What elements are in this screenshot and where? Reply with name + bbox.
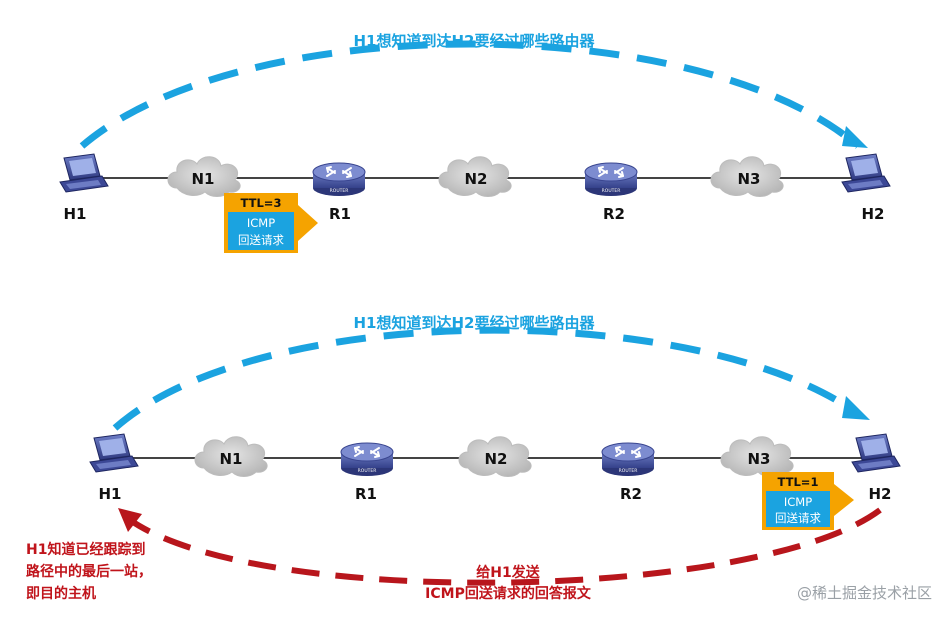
bottom-red-dashed-arc (128, 507, 882, 586)
top-arc-arrowhead (842, 126, 868, 148)
note-line1: H1知道已经跟踪到 (26, 541, 145, 558)
bottom-router-badge-r2: ROUTER (619, 468, 638, 474)
bottom-arc-arrowhead (842, 396, 870, 420)
top-label-h1: H1 (64, 205, 87, 223)
bottom-label-h2: H2 (869, 485, 892, 503)
red-arc-arrowhead (118, 508, 142, 532)
top-h2-pc-icon (841, 153, 891, 193)
note-line3: 即目的主机 (26, 585, 96, 602)
top-packet-line1: ICMP (247, 216, 275, 230)
top-label-h2: H2 (862, 205, 885, 223)
panel-top: H1想知道到达H2要经过哪些路由器 ROUTER ROUTER H1 N1 R1… (59, 32, 891, 253)
note-line2: 路径中的最后一站， (26, 563, 152, 580)
bottom-blue-dashed-arc (112, 326, 861, 431)
bottom-title: H1想知道到达H2要经过哪些路由器 (354, 314, 596, 332)
top-packet-ttl: TTL=3 (241, 196, 282, 210)
bottom-label-n3: N3 (748, 450, 771, 468)
reply-label-line1: 给H1发送 (476, 564, 540, 581)
top-label-n1: N1 (192, 170, 215, 188)
bottom-icmp-packet: TTL=1 ICMP 回送请求 (762, 472, 854, 530)
bottom-packet-line2: 回送请求 (775, 511, 821, 525)
reply-label-line2: ICMP回送请求的回答报文 (425, 585, 592, 602)
top-router-badge-r2: ROUTER (602, 188, 621, 194)
top-label-r2: R2 (603, 205, 625, 223)
top-label-n3: N3 (738, 170, 761, 188)
top-blue-dashed-arc (79, 40, 861, 149)
top-title: H1想知道到达H2要经过哪些路由器 (354, 32, 596, 50)
top-icmp-packet: TTL=3 ICMP 回送请求 (224, 193, 318, 253)
top-packet-line2: 回送请求 (238, 233, 284, 247)
top-h1-pc-icon (59, 153, 109, 193)
top-label-r1: R1 (329, 205, 351, 223)
watermark: @稀土掘金技术社区 (797, 584, 932, 602)
bottom-label-h1: H1 (99, 485, 122, 503)
bottom-label-r2: R2 (620, 485, 642, 503)
bottom-h2-pc-icon (851, 433, 901, 473)
top-label-n2: N2 (465, 170, 488, 188)
bottom-h1-pc-icon (89, 433, 139, 473)
bottom-label-n1: N1 (220, 450, 243, 468)
bottom-label-n2: N2 (485, 450, 508, 468)
top-router-badge-r1: ROUTER (330, 188, 349, 194)
bottom-packet-ttl: TTL=1 (778, 475, 819, 489)
bottom-packet-line1: ICMP (784, 495, 812, 509)
panel-bottom: H1想知道到达H2要经过哪些路由器 ROUTER ROUTER H1 N1 R1… (26, 314, 901, 602)
bottom-router-badge-r1: ROUTER (358, 468, 377, 474)
bottom-label-r1: R1 (355, 485, 377, 503)
